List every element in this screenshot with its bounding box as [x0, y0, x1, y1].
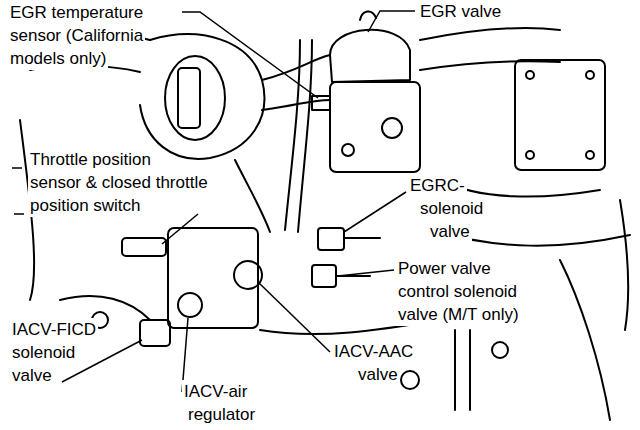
- bolt: [586, 71, 594, 79]
- hose: [235, 160, 270, 232]
- label-line: EGR temperature: [8, 1, 145, 24]
- part-label: Power valve control solenoid valve (M/T …: [396, 257, 521, 326]
- bolt: [342, 144, 354, 156]
- bolt: [586, 151, 594, 159]
- connector-wire: [336, 238, 380, 276]
- egrc-solenoid: [318, 228, 344, 250]
- label-line: valve (M/T only): [396, 303, 521, 326]
- aac-valve: [234, 261, 262, 289]
- manifold-runner: [420, 28, 560, 70]
- air-regulator: [178, 293, 202, 317]
- label-line: solenoid: [10, 341, 77, 364]
- label-line: position switch: [28, 194, 143, 217]
- egr-valve-dome: [330, 30, 410, 82]
- part-label: IACV-AAC valve: [332, 340, 415, 386]
- part-label: IACV-air regulator: [182, 380, 257, 426]
- leader-line: [344, 192, 406, 232]
- part-label: EGR temperature sensor (California model…: [8, 1, 145, 70]
- throttle-housing-boss: [178, 68, 200, 128]
- part-label: Throttle position sensor & closed thrott…: [28, 148, 210, 217]
- iacv-body: [168, 228, 258, 328]
- ficd-solenoid: [140, 320, 170, 346]
- hose: [285, 40, 312, 232]
- pipe: [455, 330, 470, 410]
- dash-mark: [12, 168, 24, 214]
- engine-outline: [60, 260, 610, 420]
- throttle-bore: [165, 56, 225, 140]
- egr-valve-body: [330, 82, 420, 172]
- part-label: IACV-FICD solenoid valve: [10, 318, 98, 387]
- label-line: control solenoid: [396, 280, 519, 303]
- leader-line: [162, 214, 198, 244]
- sensor-body: [312, 96, 330, 110]
- leader-line: [258, 282, 330, 352]
- bolt: [382, 118, 402, 138]
- label-line: regulator: [186, 403, 257, 426]
- label-line: models only): [8, 47, 108, 70]
- leader-line: [368, 11, 415, 32]
- label-line: valve: [428, 220, 472, 243]
- label-line: solenoid: [418, 197, 485, 220]
- bolt: [492, 342, 508, 358]
- bolt: [526, 71, 534, 79]
- label-line: Throttle position: [28, 148, 153, 171]
- tps-connector: [122, 238, 166, 256]
- part-label: EGR valve: [418, 0, 503, 23]
- leader-line: [182, 12, 318, 98]
- label-line: valve: [10, 364, 54, 387]
- power-valve-solenoid: [312, 265, 336, 287]
- mounting-plate: [515, 60, 605, 170]
- label-line: EGR valve: [418, 0, 503, 23]
- label-line: sensor & closed throttle: [28, 171, 210, 194]
- leader-line: [338, 270, 394, 276]
- part-label: EGRC- solenoid valve: [408, 174, 485, 243]
- label-line: IACV-air: [182, 380, 249, 403]
- label-line: Power valve: [396, 257, 493, 280]
- label-line: IACV-FICD: [10, 318, 98, 341]
- label-line: valve: [356, 363, 400, 386]
- vacuum-nipple: [360, 11, 376, 20]
- engine-outline: [20, 120, 628, 330]
- label-line: sensor (California: [8, 24, 145, 47]
- label-line: EGRC-: [408, 174, 467, 197]
- throttle-body: [140, 34, 264, 159]
- bolt: [401, 371, 419, 389]
- bolt: [526, 151, 534, 159]
- label-line: IACV-AAC: [332, 340, 415, 363]
